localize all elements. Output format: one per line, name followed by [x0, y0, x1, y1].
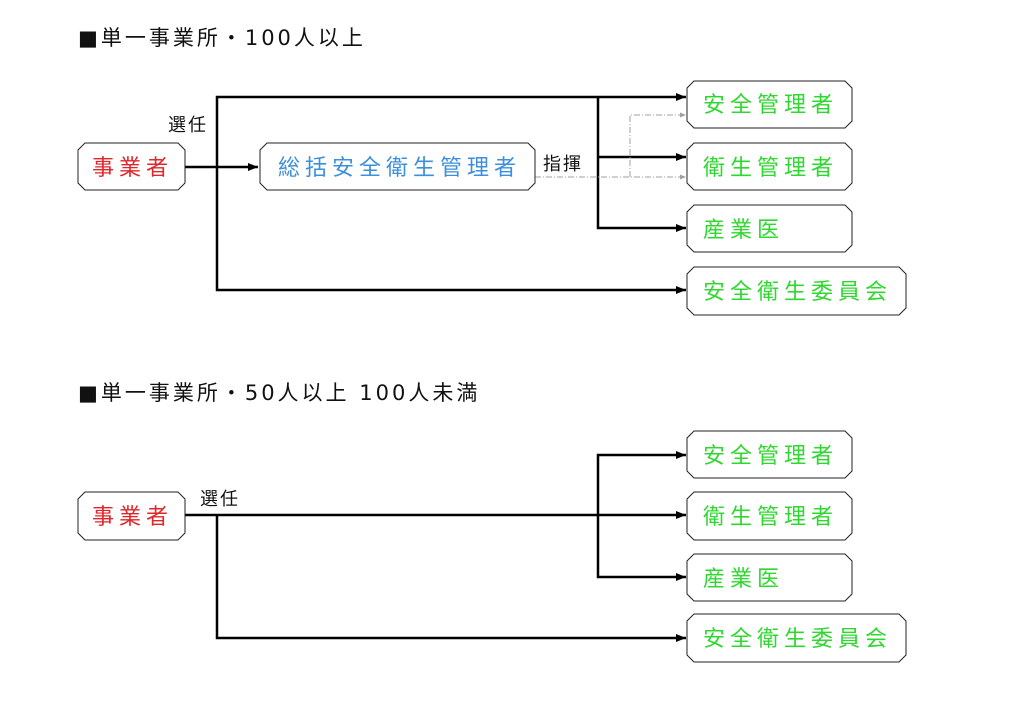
role-box-industrial-physician: 産業医 — [686, 553, 853, 602]
role-box-committee: 安全衛生委員会 — [686, 613, 907, 663]
role-box-safety-manager: 安全管理者 — [686, 80, 853, 129]
section-100-plus: ■単一事業所・100人以上 選任 指揮 事業者 総括安全衛生管理者 安全管理者 — [77, 26, 907, 316]
general-manager-box: 総括安全衛生管理者 — [259, 142, 536, 191]
employer-box-frame — [77, 142, 186, 191]
role-box-frame — [686, 266, 907, 316]
role-label: 安全衛生委員会 — [703, 627, 892, 652]
role-label: 衛生管理者 — [703, 156, 838, 181]
connectors — [185, 93, 686, 294]
role-label: 安全管理者 — [703, 444, 838, 469]
role-box-frame — [686, 613, 907, 663]
section-50-to-100: ■単一事業所・50人以上 100人未満 選任 事業者 安全管理者 衛生管理者 産… — [77, 381, 907, 663]
role-box-health-manager: 衛生管理者 — [686, 142, 853, 191]
role-box-frame — [686, 204, 853, 253]
direct-label: 指揮 — [543, 154, 583, 175]
general-manager-box-frame — [259, 142, 536, 191]
role-label: 産業医 — [703, 567, 784, 592]
role-box-frame — [686, 142, 853, 191]
employer-box: 事業者 — [77, 491, 186, 541]
role-label: 衛生管理者 — [703, 505, 838, 530]
branch-to-doctor-arrow — [596, 97, 686, 232]
role-box-industrial-physician: 産業医 — [686, 204, 853, 253]
employer-box-frame — [77, 491, 186, 541]
employer-to-committee-arrow — [215, 515, 686, 642]
role-box-health-manager: 衛生管理者 — [686, 491, 853, 541]
employer-label: 事業者 — [92, 505, 173, 530]
branch-to-doctor-arrow — [596, 515, 686, 581]
role-box-safety-manager: 安全管理者 — [686, 430, 853, 479]
branch-to-safety-manager-arrow — [596, 451, 686, 515]
role-box-frame — [686, 80, 853, 129]
section-title: ■単一事業所・50人以上 100人未満 — [78, 381, 480, 405]
role-label: 産業医 — [703, 218, 784, 243]
role-box-frame — [686, 430, 853, 479]
appoint-label: 選任 — [200, 489, 240, 510]
role-box-frame — [686, 491, 853, 541]
employer-label: 事業者 — [92, 156, 173, 181]
appoint-label: 選任 — [168, 115, 208, 136]
connectors — [185, 451, 686, 642]
role-box-frame — [686, 553, 853, 602]
role-box-committee: 安全衛生委員会 — [686, 266, 907, 316]
general-manager-label: 総括安全衛生管理者 — [278, 156, 521, 181]
employer-box: 事業者 — [77, 142, 186, 191]
employer-to-safety-manager-arrow — [215, 93, 686, 167]
section-title: ■単一事業所・100人以上 — [78, 26, 366, 50]
role-label: 安全衛生委員会 — [703, 280, 892, 305]
employer-to-committee-arrow — [215, 167, 686, 294]
direct-to-safety-manager-line — [629, 112, 686, 177]
role-label: 安全管理者 — [703, 93, 838, 118]
